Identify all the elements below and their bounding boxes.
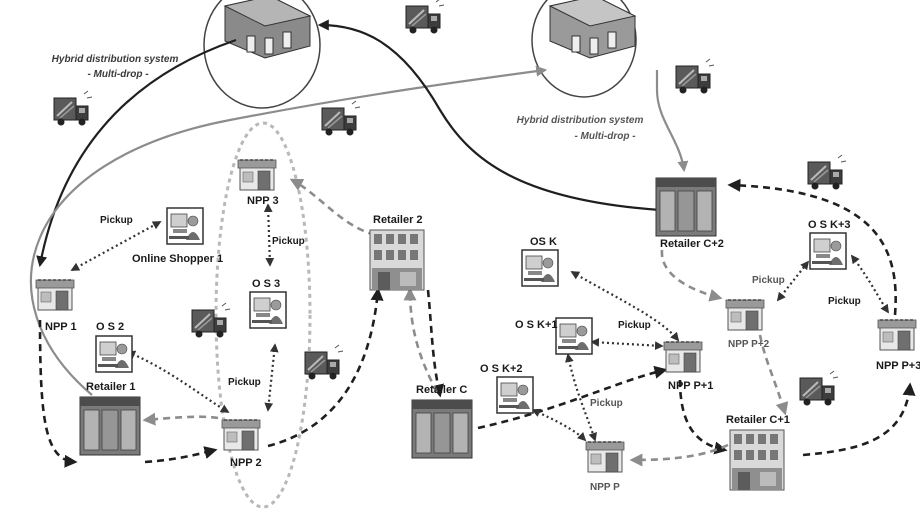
pickup-npp3-os3 (263, 203, 275, 267)
hybrid-label-right-2: - Multi-drop - (574, 131, 636, 142)
retailerc1-to-nppp3-arrow (802, 382, 916, 457)
nppp1-label: NPP P+1 (668, 380, 713, 392)
retailerc1-to-nppp-arrow (629, 443, 729, 467)
truck-icon (807, 154, 847, 191)
npp2-to-retailer2-arrow (267, 287, 384, 448)
retailer1-label: Retailer 1 (86, 381, 136, 393)
pickup-osk1-nppp (565, 353, 597, 442)
npp3-label: NPP 3 (247, 195, 279, 207)
pickup-label: Pickup (752, 275, 785, 286)
npp2-to-retailer1-gray-arrow (142, 412, 219, 426)
retailer1-store-icon (79, 396, 141, 456)
retailerc-to-retailer2-arrow (403, 287, 439, 393)
pickup-npp1-os1 (70, 221, 162, 271)
npp2-shop-icon (221, 419, 261, 451)
warehouse-icon (548, 0, 637, 59)
pickup-label: Pickup (228, 377, 261, 388)
truck-icon (799, 370, 839, 407)
os3-shopper-icon (249, 291, 287, 329)
retailerc1-building-icon (729, 429, 785, 491)
retailerc-store-icon (411, 399, 473, 459)
os1-label: Online Shopper 1 (132, 253, 223, 265)
retailerc-label: Retailer C (416, 384, 467, 396)
osk-label: OS K (530, 236, 557, 248)
warehouse-icon (223, 0, 312, 59)
retailer1-to-npp2-arrow (144, 446, 218, 464)
retailerc1-label: Retailer C+1 (726, 414, 790, 426)
retailer1-to-dc-arrow (29, 65, 548, 396)
nppp-label: NPP P (590, 482, 620, 493)
truck-icon (405, 0, 445, 35)
nppp1-shop-icon (663, 341, 703, 373)
truck-icon (191, 302, 231, 339)
osk3-shopper-icon (809, 232, 847, 270)
osk3-label: O S K+3 (808, 219, 851, 231)
nppp3-to-retailerc2-arrow (727, 178, 897, 316)
pickup-osk1-nppp1 (590, 338, 664, 350)
osk1-shopper-icon (555, 317, 593, 355)
retailerc2-label: Retailer C+2 (660, 238, 724, 250)
retailerc2-to-dc-arrow (317, 19, 661, 212)
os2-label: O S 2 (96, 321, 124, 333)
npp1-shop-icon (35, 279, 75, 311)
npp2-label: NPP 2 (230, 457, 262, 469)
npp3-shop-icon (237, 159, 277, 191)
pickup-nppp2-osk3 (776, 260, 810, 302)
truck-icon (53, 90, 93, 127)
nppp1-to-retailerc1-arrow (678, 379, 728, 455)
pickup-osk-nppp1 (570, 271, 680, 342)
nppp3-shop-icon (877, 319, 917, 351)
osk1-label: O S K+1 (515, 319, 558, 331)
npp1-to-retailer1-arrow (38, 319, 78, 468)
hybrid-label-left-2: - Multi-drop - (87, 69, 149, 80)
pickup-os3-npp2 (264, 343, 279, 412)
os2-shopper-icon (95, 335, 133, 373)
nppp-shop-icon (585, 441, 625, 473)
pickup-label: Pickup (590, 398, 623, 409)
retailerc2-to-nppp2-arrow (660, 249, 723, 302)
npp1-label: NPP 1 (45, 321, 77, 333)
pickup-os2-npp2 (126, 350, 230, 413)
retailer2-to-npp3-arrow (289, 178, 376, 237)
pickup-label: Pickup (272, 236, 305, 247)
osk2-shopper-icon (496, 376, 534, 414)
hybrid-label-right-1: Hybrid distribution system (517, 115, 644, 126)
retailer2-label: Retailer 2 (373, 214, 423, 226)
nppp2-to-retailerc1-arrow (758, 334, 789, 416)
dc-to-retailerc2-arrow (655, 70, 689, 173)
pickup-label: Pickup (828, 296, 861, 307)
truck-icon (321, 100, 361, 137)
pickup-label: Pickup (618, 320, 651, 331)
retailerc2-store-icon (655, 177, 717, 237)
pickup-label: Pickup (100, 215, 133, 226)
hybrid-label-left-1: Hybrid distribution system (52, 54, 179, 65)
truck-icon (675, 58, 715, 95)
osk2-label: O S K+2 (480, 363, 523, 375)
pickup-osk2-nppp (531, 408, 587, 442)
nppp2-shop-icon (725, 299, 765, 331)
dc-to-npp1-arrow (36, 38, 237, 268)
npp-cluster-ellipse (214, 121, 312, 509)
os1-shopper-icon (166, 207, 204, 245)
nppp3-label: NPP P+3 (876, 360, 920, 372)
osk-shopper-icon (521, 249, 559, 287)
retailer2-to-retailerc-arrow (426, 289, 445, 398)
os3-label: O S 3 (252, 278, 280, 290)
nppp2-label: NPP P+2 (728, 339, 770, 350)
retailer2-building-icon (369, 229, 425, 291)
